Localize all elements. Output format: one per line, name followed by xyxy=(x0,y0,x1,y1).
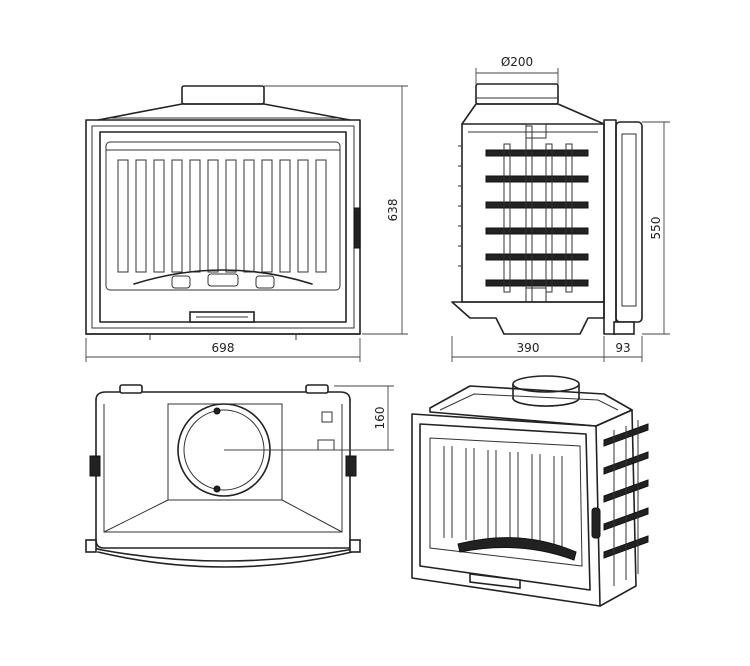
iso-side-grid xyxy=(603,420,649,586)
side-offset-label: 93 xyxy=(615,341,630,355)
side-height-label: 550 xyxy=(649,217,663,240)
iso-grate-bars xyxy=(443,446,563,548)
top-depth-label: 160 xyxy=(373,407,387,430)
top-view xyxy=(85,384,361,568)
front-view xyxy=(85,85,361,340)
isometric-view xyxy=(411,375,649,607)
top-dimensions xyxy=(224,385,394,451)
front-dimensions xyxy=(85,85,408,362)
side-heat-grid xyxy=(485,123,589,303)
front-height-label: 638 xyxy=(386,199,400,222)
front-width-label: 698 xyxy=(212,341,235,355)
side-view xyxy=(451,83,643,335)
side-dimensions xyxy=(451,68,670,362)
side-depth-label: 390 xyxy=(517,341,540,355)
front-grate-bars xyxy=(117,159,327,273)
flue-diameter-label: Ø200 xyxy=(501,55,533,69)
side-studs xyxy=(458,145,462,267)
